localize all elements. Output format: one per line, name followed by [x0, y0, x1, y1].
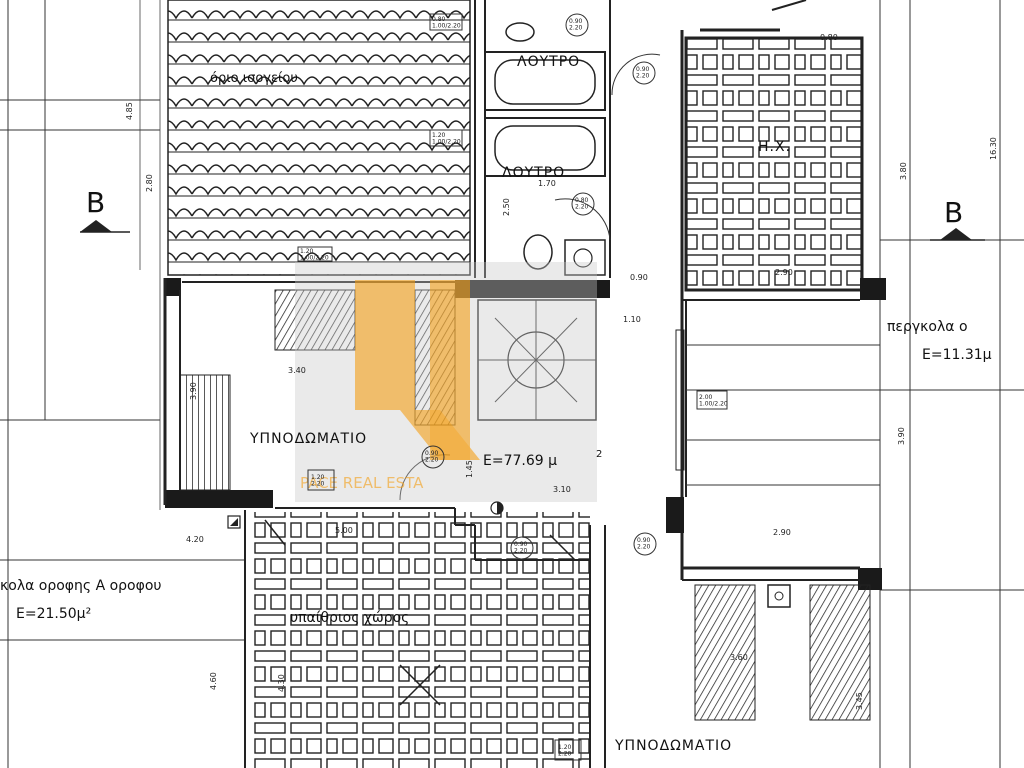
label-roof-pergola: κολα οροφης Α οροφου [0, 578, 162, 594]
watermark-text: PACE REAL ESTA [300, 474, 424, 492]
watermark-logo: PACE REAL ESTA [295, 262, 597, 502]
dim-080: 0.80 [820, 33, 838, 42]
lower-fixture [767, 584, 791, 608]
dim-1630: 16.30 [989, 137, 998, 160]
svg-text:1.201.00/2.20: 1.201.00/2.20 [432, 132, 461, 146]
label-main-area-sup: 2 [596, 449, 602, 460]
label-mech-room: Η.Χ. [758, 139, 791, 155]
lower-hatch-right [809, 584, 871, 721]
dim-380: 3.80 [899, 162, 908, 180]
svg-text:0.801.00/2.20: 0.801.00/2.20 [432, 16, 461, 30]
dim-090: 0.90 [630, 273, 648, 282]
dim-500: 5.00 [335, 526, 353, 535]
bathrooms [484, 0, 661, 278]
label-ground-limit: όριο ισογείου [210, 71, 298, 86]
label-outdoor: υπαίθριος χώρος [290, 610, 409, 626]
svg-text:1.202.20: 1.202.20 [558, 744, 572, 758]
dim-310: 3.10 [553, 485, 571, 494]
label-roof-pergola-area: E=21.50μ² [16, 606, 91, 622]
label-bedroom-2: ΥΠΝΟΔΩΜΑΤΙΟ [614, 738, 732, 754]
outdoor-tiles [250, 512, 590, 768]
label-pergola-area: E=11.31μ [922, 347, 992, 363]
svg-text:0.802.20: 0.802.20 [575, 197, 589, 211]
dim-280: 2.80 [145, 174, 154, 192]
label-bathroom-2: ΛΟΥΤΡΟ [502, 165, 565, 181]
dim-485: 4.85 [125, 102, 134, 120]
dim-390: 3.90 [897, 427, 906, 445]
dim-345: 3.45 [855, 692, 864, 710]
dim-390s: 3.90 [189, 382, 198, 400]
dim-340: 3.40 [288, 366, 306, 375]
svg-text:0.902.20: 0.902.20 [425, 450, 439, 464]
label-bathroom-1: ΛΟΥΤΡΟ [517, 54, 580, 70]
section-marker-left: B [80, 186, 130, 233]
dim-250: 2.50 [502, 198, 511, 216]
svg-text:1.201.00/2.20: 1.201.00/2.20 [300, 248, 329, 262]
dim-290a: 2.90 [775, 268, 793, 277]
dim-360: 3.60 [730, 653, 748, 662]
svg-text:B: B [86, 186, 105, 219]
svg-text:0.902.20: 0.902.20 [569, 18, 583, 32]
dim-110: 1.10 [623, 315, 641, 324]
dim-170: 1.70 [538, 179, 556, 188]
left-guide-lines [0, 0, 245, 768]
planter-crosses [264, 519, 576, 706]
label-pergola: περγκολα ο [887, 319, 968, 335]
svg-text:1.202.20: 1.202.20 [311, 474, 325, 488]
label-main-area: E=77.69 μ [483, 453, 557, 469]
roof-tiles-area [167, 0, 471, 276]
dim-290b: 2.90 [773, 528, 791, 537]
svg-text:0.902.20: 0.902.20 [514, 541, 528, 555]
section-marker-right: B [930, 196, 985, 241]
svg-text:B: B [944, 196, 963, 229]
mechanical-room-tiles [684, 36, 864, 292]
right-guide-lines [879, 0, 1024, 768]
sliding-panels [675, 329, 880, 486]
column-marker [227, 515, 241, 529]
dim-145: 1.45 [465, 460, 474, 478]
dim-460: 4.60 [209, 672, 218, 690]
label-bedroom-1: ΥΠΝΟΔΩΜΑΤΙΟ [249, 431, 367, 447]
svg-text:0.902.20: 0.902.20 [637, 537, 651, 551]
dim-430: 4.30 [277, 674, 286, 692]
dimension-labels: 4.85 2.80 1.70 2.50 0.90 1.10 3.40 3.10 … [125, 33, 998, 710]
svg-text:0.902.20: 0.902.20 [636, 66, 650, 80]
dim-420: 4.20 [186, 535, 204, 544]
lower-hatch-left [694, 584, 756, 721]
svg-text:2.001.00/2.20: 2.001.00/2.20 [699, 394, 728, 408]
